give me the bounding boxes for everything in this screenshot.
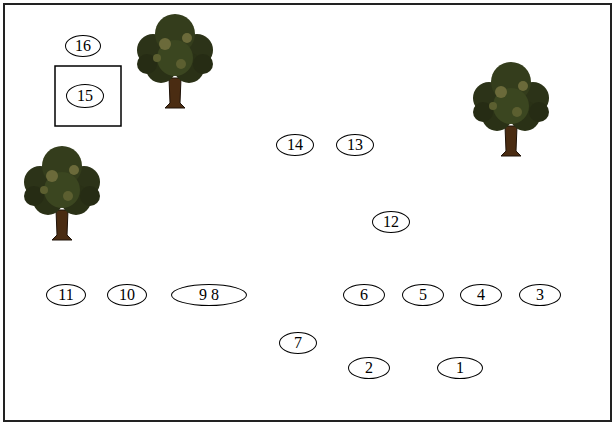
tree-icon bbox=[473, 62, 549, 156]
number-oval: 13 bbox=[336, 134, 374, 156]
map-border bbox=[4, 4, 611, 421]
number-oval: 11 bbox=[46, 284, 86, 306]
callout-number: 5 bbox=[419, 287, 427, 303]
number-oval: 16 bbox=[65, 35, 101, 57]
callout-number: 13 bbox=[347, 137, 363, 153]
number-oval: 9 8 bbox=[171, 284, 247, 306]
callout-number: 1 bbox=[456, 360, 464, 376]
callout-number: 11 bbox=[58, 287, 73, 303]
tree-icon bbox=[137, 14, 213, 108]
number-oval: 4 bbox=[460, 284, 502, 306]
callout-number: 12 bbox=[383, 214, 399, 230]
callout-number: 10 bbox=[119, 287, 135, 303]
tree-icon bbox=[24, 146, 100, 240]
number-oval: 3 bbox=[519, 284, 561, 306]
callout-number: 7 bbox=[294, 335, 302, 351]
callout-number: 6 bbox=[360, 287, 368, 303]
callout-number: 4 bbox=[477, 287, 485, 303]
callout-number: 16 bbox=[75, 38, 91, 54]
number-oval: 6 bbox=[343, 284, 385, 306]
callout-number: 15 bbox=[77, 88, 93, 104]
number-oval: 7 bbox=[279, 332, 317, 354]
number-oval: 2 bbox=[348, 357, 390, 379]
callout-number: 14 bbox=[287, 137, 303, 153]
number-oval: 15 bbox=[66, 84, 104, 108]
number-oval: 14 bbox=[276, 134, 314, 156]
callout-number: 2 bbox=[365, 360, 373, 376]
number-oval: 12 bbox=[372, 211, 410, 233]
number-oval: 5 bbox=[402, 284, 444, 306]
number-oval: 1 bbox=[437, 357, 483, 379]
callout-number: 3 bbox=[536, 287, 544, 303]
callout-number: 9 8 bbox=[199, 287, 219, 303]
number-oval: 10 bbox=[107, 284, 147, 306]
square-frame bbox=[55, 66, 121, 126]
